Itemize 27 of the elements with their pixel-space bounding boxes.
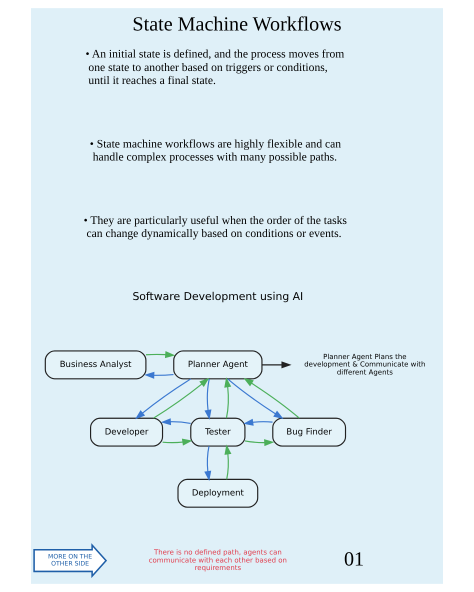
diagram-title: State Machine Workflows — [132, 13, 342, 36]
arrow — [204, 378, 212, 420]
label: • State machine workflows are highly flexible and can handle complex processes with many possible paths. — [90, 137, 342, 164]
arrow — [227, 378, 284, 420]
arrow — [224, 444, 232, 480]
arrow — [243, 418, 273, 426]
label: 01 — [344, 548, 364, 570]
arrow — [262, 361, 292, 368]
arrow — [162, 438, 192, 446]
arrow — [146, 351, 176, 358]
node-box: Tester — [190, 418, 246, 447]
node-box: Bug Finder — [272, 418, 346, 447]
node-box: Deployment — [177, 478, 258, 508]
arrow — [243, 378, 300, 419]
arrow — [244, 439, 274, 446]
label: • An initial state is defined, and the process moves from one state to another based on triggers or conditions, until it reaches a final state. — [86, 48, 344, 88]
node-box: Business Analyst — [44, 350, 146, 380]
label: Software Development using AI — [132, 290, 304, 304]
arrow — [160, 418, 191, 426]
node-box: Developer — [90, 418, 164, 447]
label: • They are particularly useful when the order of the tasks can change dynamically based on conditions or events. — [84, 214, 347, 240]
arrow — [153, 378, 210, 419]
arrow — [224, 377, 232, 418]
arrow — [204, 446, 212, 482]
node-box: Planner Agent — [173, 350, 263, 380]
arrow — [144, 372, 174, 379]
arrow — [135, 378, 192, 420]
